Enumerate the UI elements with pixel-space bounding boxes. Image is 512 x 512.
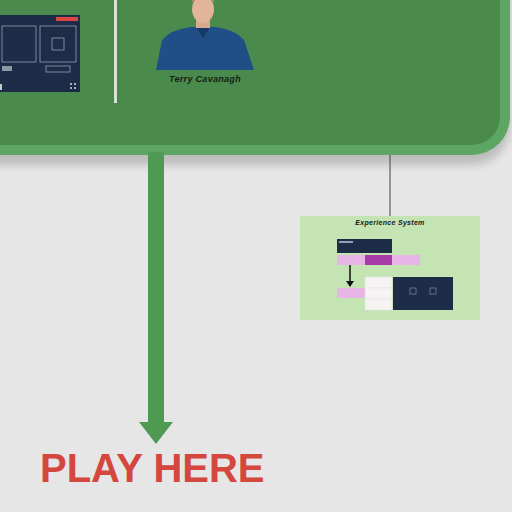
experience-mini-diagram bbox=[337, 239, 453, 310]
person-photo bbox=[156, 0, 254, 70]
divider-line bbox=[114, 0, 117, 103]
photo-caption: Terry Cavanagh bbox=[145, 74, 265, 84]
box-title: Experience System bbox=[300, 219, 480, 226]
screenshot-thumbnail bbox=[0, 15, 80, 92]
connector-line bbox=[390, 155, 391, 216]
down-arrow bbox=[139, 152, 173, 444]
call-to-action: PLAY HERE bbox=[40, 446, 265, 491]
